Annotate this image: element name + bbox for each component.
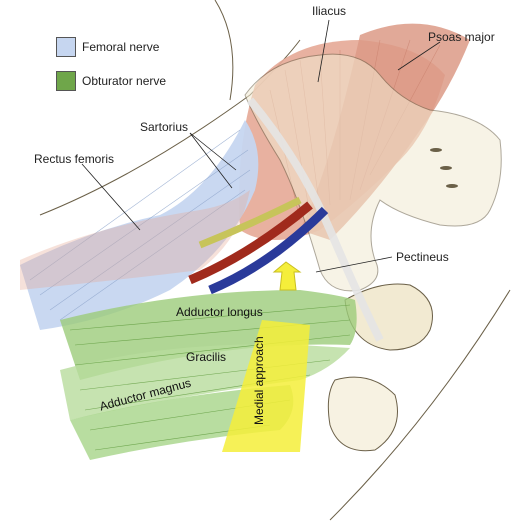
label-pectineus: Pectineus [396, 250, 449, 264]
femoral-nerve-trunk [198, 196, 302, 249]
legend-label-obturator-nerve: Obturator nerve [82, 74, 167, 88]
medial-approach-arrow [272, 261, 302, 291]
legend-label-femoral-nerve: Femoral nerve [82, 40, 160, 54]
medial-approach-wedge [222, 320, 310, 452]
label-sartorius: Sartorius [140, 120, 189, 134]
abdomen-outline [214, 0, 234, 101]
label-adductor-longus: Adductor longus [176, 305, 263, 319]
femur-head [327, 376, 398, 452]
thigh-muscle-red [20, 190, 250, 290]
rectus-femoris-muscle [20, 120, 259, 330]
inguinal-ligament [246, 97, 384, 342]
legend: Femoral nerve Obturator nerve [56, 36, 166, 104]
legend-item-femoral-nerve: Femoral nerve [56, 36, 166, 58]
obturator-foramen-marks [430, 148, 458, 188]
label-iliacus: Iliacus [312, 4, 347, 18]
pelvis-bone [244, 53, 502, 292]
femoral-nerve-swatch [56, 37, 76, 57]
label-medial-approach: Medial approach [252, 336, 266, 425]
label-psoas-major: Psoas major [428, 30, 495, 44]
leader-lines [81, 19, 441, 273]
legend-item-obturator-nerve: Obturator nerve [56, 70, 166, 92]
pubic-ramus [344, 283, 433, 351]
femoral-vein [208, 206, 329, 295]
label-rectus-femoris: Rectus femoris [34, 152, 115, 166]
femoral-fibers [29, 129, 251, 321]
lower-outline [329, 289, 511, 521]
label-gracilis: Gracilis [186, 350, 227, 364]
obturator-nerve-swatch [56, 71, 76, 91]
femoral-artery [188, 201, 313, 285]
